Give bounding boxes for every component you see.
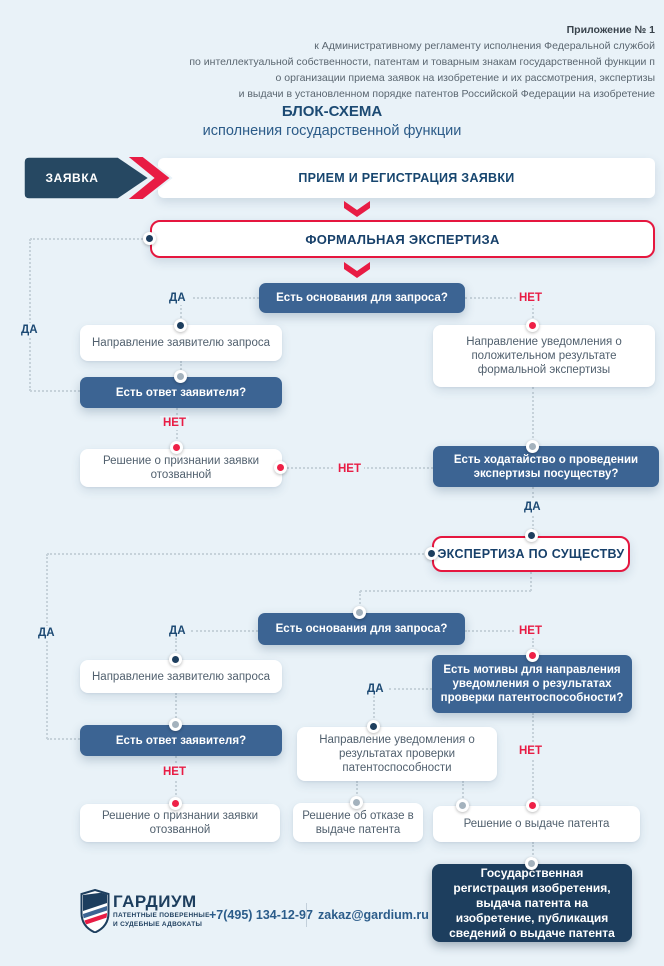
yes-label: ДА — [166, 624, 189, 638]
question-petition-substantive: Есть ходатайство о проведении экспертизы… — [433, 446, 659, 487]
dotted-connector — [193, 297, 259, 299]
yes-label: ДА — [521, 500, 544, 514]
start-pentagon-shape — [23, 156, 151, 200]
withdrawn-decision-2: Решение о признании заявки отозванной — [80, 804, 280, 842]
question-reply-2: Есть ответ заявителя? — [80, 725, 282, 756]
dotted-connector — [530, 572, 532, 591]
arrow-down-icon — [344, 262, 370, 278]
appendix-note-line: к Административному регламенту исполнени… — [314, 40, 655, 52]
brand-logo-icon — [80, 889, 110, 933]
connector-dot — [456, 799, 469, 812]
dotted-connector — [532, 713, 534, 805]
no-label: НЕТ — [335, 462, 364, 476]
connector-dot — [526, 649, 539, 662]
dotted-connector — [532, 304, 534, 326]
connector-dot — [367, 720, 380, 733]
no-label: НЕТ — [516, 291, 545, 305]
grant-decision: Решение о выдаче патента — [433, 806, 640, 842]
dotted-connector — [532, 638, 534, 655]
reception-step: ПРИЕМ И РЕГИСТРАЦИЯ ЗАЯВКИ — [158, 158, 655, 198]
substantive-examination-step: ЭКСПЕРТИЗА ПО СУЩЕСТВУ — [432, 536, 630, 572]
dotted-connector — [47, 738, 80, 740]
dotted-connector — [462, 781, 464, 805]
dotted-connector — [180, 361, 182, 377]
connector-dot — [169, 718, 182, 731]
connector-dot — [174, 370, 187, 383]
dotted-connector — [359, 591, 361, 612]
dotted-connector — [191, 630, 258, 632]
no-label: НЕТ — [516, 624, 545, 638]
connector-dot — [525, 857, 538, 870]
dotted-connector — [46, 554, 48, 739]
formal-examination-step: ФОРМАЛЬНАЯ ЭКСПЕРТИЗА — [150, 220, 655, 258]
start-arrow-shape — [23, 155, 173, 201]
page-subtitle: исполнения государственной функции — [202, 123, 462, 139]
connector-dot — [143, 232, 156, 245]
appendix-note-line: и выдачи в установленном порядке патенто… — [238, 88, 655, 100]
connector-dot — [350, 796, 363, 809]
patentability-notice: Направление уведомления о результатах пр… — [297, 727, 497, 781]
connector-dot — [170, 441, 183, 454]
registration-step: Государственная регистрация изобретения,… — [432, 864, 632, 942]
footer-divider — [306, 903, 307, 927]
connector-dot — [525, 529, 538, 542]
dotted-connector — [389, 688, 432, 690]
connector-dot — [169, 653, 182, 666]
positive-result-notice: Направление уведомления о положительном … — [433, 325, 655, 387]
send-request-box-2: Направление заявителю запроса — [80, 660, 282, 693]
dotted-connector — [175, 638, 177, 659]
dotted-connector — [465, 297, 520, 299]
brand-tagline-2: И СУДЕБНЫЕ АДВОКАТЫ — [113, 921, 203, 928]
dotted-connector — [47, 553, 432, 555]
brand-tagline-1: ПАТЕНТНЫЕ ПОВЕРЕННЫЕ — [113, 912, 210, 919]
refusal-decision: Решение об отказе в выдаче патента — [293, 803, 423, 842]
dotted-connector — [30, 390, 80, 392]
connector-dot — [174, 319, 187, 332]
appendix-note-line: о организации приема заявок на изобретен… — [275, 72, 655, 84]
no-label: НЕТ — [160, 416, 189, 430]
dotted-connector — [532, 842, 534, 863]
brand-name: ГАРДИУМ — [113, 892, 197, 911]
dotted-connector — [356, 781, 358, 802]
question-reply-1: Есть ответ заявителя? — [80, 377, 282, 408]
appendix-note: Приложение № 1 к Административному регла… — [55, 22, 655, 102]
no-label: НЕТ — [516, 744, 545, 758]
chevron-right-icon — [123, 155, 173, 201]
connector-dot — [353, 606, 366, 619]
connector-dot — [526, 799, 539, 812]
appendix-note-line: Приложение № 1 — [566, 24, 655, 36]
yes-label: ДА — [35, 626, 58, 640]
email-address[interactable]: zakaz@gardium.ru — [318, 908, 429, 922]
connector-dot — [526, 440, 539, 453]
dotted-connector — [532, 387, 534, 446]
dotted-connector — [465, 630, 518, 632]
no-label: НЕТ — [160, 765, 189, 779]
dotted-connector — [373, 696, 375, 726]
appendix-note-line: по интеллектуальной собственности, патен… — [189, 56, 655, 68]
connector-dot — [425, 547, 438, 560]
connector-dot — [526, 319, 539, 332]
yes-label: ДА — [364, 682, 387, 696]
dotted-connector — [175, 756, 177, 803]
dotted-connector — [175, 693, 177, 725]
dotted-connector — [180, 304, 182, 326]
connector-dot — [274, 461, 287, 474]
phone-number[interactable]: +7(495) 134-12-97 — [209, 908, 313, 922]
withdrawn-decision-1: Решение о признании заявки отозванной — [80, 449, 282, 487]
dotted-connector — [29, 239, 31, 391]
arrow-down-icon — [344, 201, 370, 217]
question-motives-patentability: Есть мотивы для направления уведомления … — [432, 655, 632, 713]
dotted-connector — [360, 590, 531, 592]
dotted-connector — [30, 238, 150, 240]
start-label: ЗАЯВКА — [45, 171, 99, 185]
yes-label: ДА — [166, 291, 189, 305]
connector-dot — [169, 797, 182, 810]
page-title: БЛОК-СХЕМА — [281, 103, 383, 120]
yes-label: ДА — [18, 323, 41, 337]
question-grounds-request-1: Есть основания для запроса? — [259, 283, 465, 313]
